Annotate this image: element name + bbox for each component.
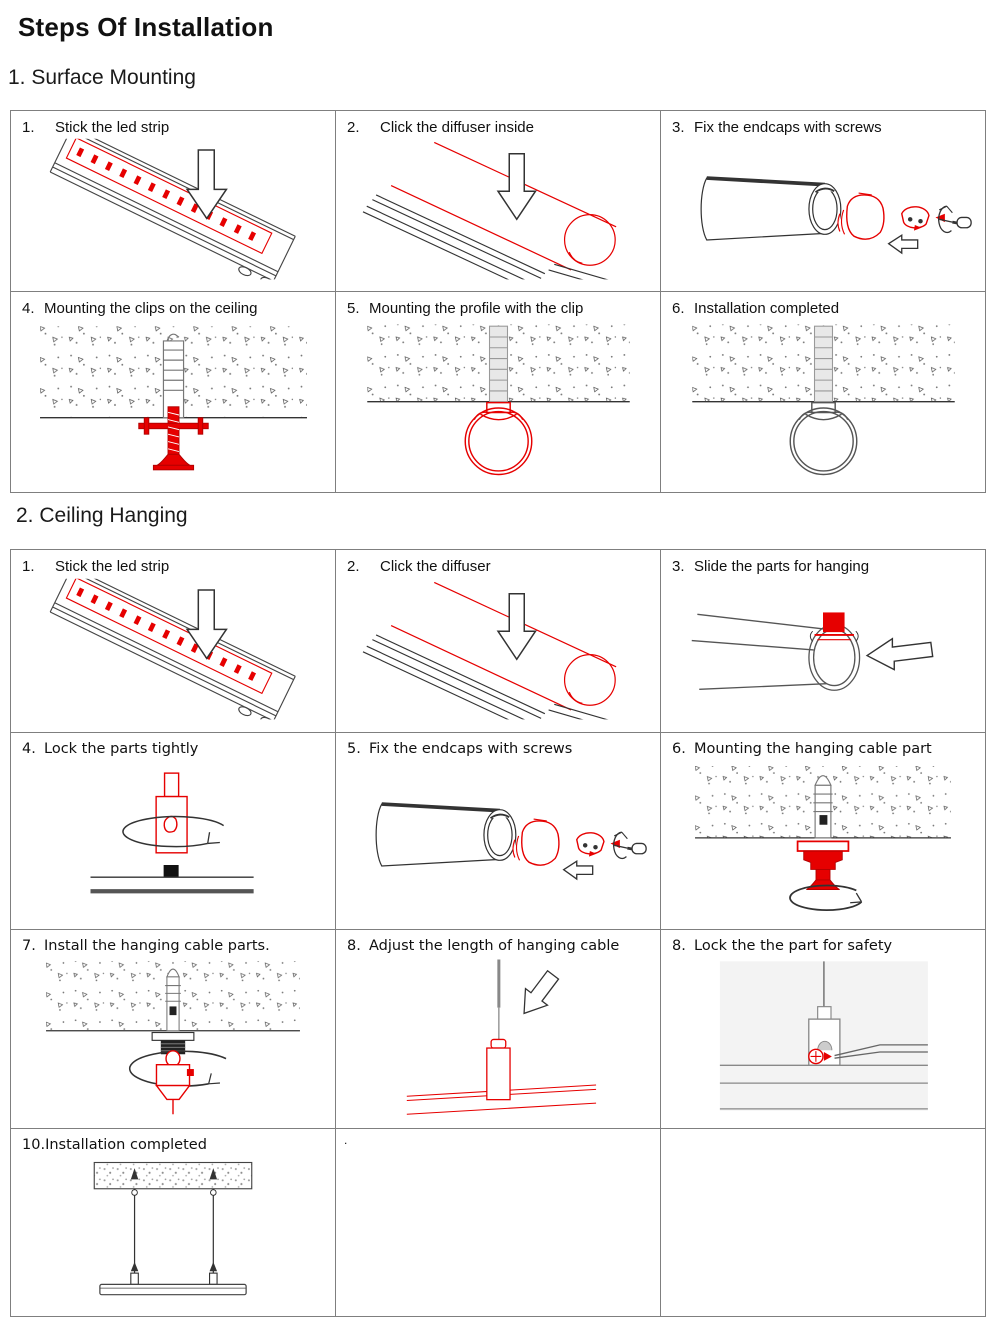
stray-dot: . <box>344 1133 348 1147</box>
step-cell-surface-6: 6. Installation completed <box>661 292 985 492</box>
step-number: 5. <box>347 300 360 317</box>
endcap-screws-illustration <box>661 138 985 280</box>
step-cell-ceiling-7: 7. Install the hanging cable parts. <box>11 930 336 1129</box>
step-number: 2. <box>347 558 360 575</box>
step-number: 4. <box>22 741 36 757</box>
step-cell-ceiling-10: 10.Installation completed <box>11 1129 336 1316</box>
step-cell-ceiling-9: 8. Lock the the part for safety <box>661 930 985 1129</box>
step-cell-ceiling-5: 5. Fix the endcaps with screws <box>336 733 661 930</box>
step-text: Adjust the length of hanging cable <box>369 938 620 954</box>
step-number: 3. <box>672 119 685 136</box>
step-number: 8. <box>672 938 686 954</box>
step-text: Install the hanging cable parts. <box>44 938 270 954</box>
step-label: 1. Stick the led strip <box>11 550 335 577</box>
page-title: Steps Of Installation <box>18 12 274 42</box>
step-label: 6. Installation completed <box>661 292 985 319</box>
led-strip-illustration <box>11 577 335 721</box>
step-label: 4. Mounting the clips on the ceiling <box>11 292 335 319</box>
step-number: 6. <box>672 741 686 757</box>
step-cell-surface-5: 5. Mounting the profile with the clip <box>336 292 661 492</box>
step-text: Lock the parts tightly <box>44 741 199 757</box>
led-strip-illustration <box>11 138 335 280</box>
step-label: 5. Mounting the profile with the clip <box>336 292 660 319</box>
step-cell-ceiling-8: 8. Adjust the length of hanging cable <box>336 930 661 1129</box>
step-label: 10.Installation completed <box>11 1129 335 1155</box>
lock-safety-illustration <box>661 956 985 1116</box>
step-label: 1. Stick the led strip <box>11 111 335 138</box>
step-cell-surface-2: 2. Click the diffuser inside <box>336 111 661 292</box>
step-label: 8. Adjust the length of hanging cable <box>336 930 660 956</box>
step-text: Click the diffuser inside <box>380 119 534 136</box>
step-text: Installation completed <box>694 300 840 317</box>
step-text: Click the diffuser <box>380 558 491 575</box>
step-cell-ceiling-2: 2. Click the diffuser <box>336 550 661 733</box>
installation-complete-illustration <box>661 319 985 479</box>
step-cell-ceiling-3: 3. Slide the parts for hanging <box>661 550 985 733</box>
empty-cell <box>661 1129 985 1316</box>
step-text: Mounting the hanging cable part <box>694 741 932 757</box>
profile-clip-illustration <box>336 319 660 479</box>
step-number: 3. <box>672 558 685 575</box>
step-text: Mounting the clips on the ceiling <box>44 300 258 317</box>
step-label: 2. Click the diffuser <box>336 550 660 577</box>
step-label: 6. Mounting the hanging cable part <box>661 733 985 759</box>
step-cell-surface-3: 3. Fix the endcaps with screws <box>661 111 985 292</box>
step-label: 8. Lock the the part for safety <box>661 930 985 956</box>
step-label: 2. Click the diffuser inside <box>336 111 660 138</box>
install-cable-parts-illustration <box>11 956 335 1116</box>
step-label: 3. Fix the endcaps with screws <box>661 111 985 138</box>
empty-cell-dot: . <box>336 1129 661 1316</box>
step-label: 3. Slide the parts for hanging <box>661 550 985 577</box>
surface-mounting-table: 1. Stick the led strip 2. Click the diffus… <box>10 110 986 493</box>
step-number: 1. <box>22 119 35 136</box>
step-text: Mounting the profile with the clip <box>369 300 584 317</box>
step-text: Stick the led strip <box>55 119 170 136</box>
step-number: 10. <box>22 1137 46 1153</box>
step-text: Installation completed <box>45 1137 207 1153</box>
section-heading-ceiling-hanging: 2. Ceiling Hanging <box>16 504 188 527</box>
step-number: 5. <box>347 741 361 757</box>
step-cell-surface-1: 1. Stick the led strip <box>11 111 336 292</box>
endcap-screws-illustration <box>336 759 660 911</box>
step-text: Fix the endcaps with screws <box>369 741 573 757</box>
section-heading-surface-mounting: 1. Surface Mounting <box>8 66 196 89</box>
step-cell-ceiling-6: 6. Mounting the hanging cable part <box>661 733 985 930</box>
step-label: 5. Fix the endcaps with screws <box>336 733 660 759</box>
step-text: Stick the led strip <box>55 558 170 575</box>
step-cell-ceiling-1: 1. Stick the led strip <box>11 550 336 733</box>
step-text: Slide the parts for hanging <box>694 558 870 575</box>
step-number: 2. <box>347 119 360 136</box>
hanging-complete-illustration <box>11 1155 335 1305</box>
step-text: Lock the the part for safety <box>694 938 893 954</box>
diffuser-illustration <box>336 577 660 721</box>
step-text: Fix the endcaps with screws <box>694 119 882 136</box>
hanging-cable-anchor-illustration <box>661 759 985 915</box>
step-cell-ceiling-4: 4. Lock the parts tightly <box>11 733 336 930</box>
step-label: 4. Lock the parts tightly <box>11 733 335 759</box>
step-cell-surface-4: 4. Mounting the clips on the ceiling <box>11 292 336 492</box>
step-number: 7. <box>22 938 36 954</box>
ceiling-clip-anchor-illustration <box>11 319 335 479</box>
step-number: 4. <box>22 300 35 317</box>
step-label: 7. Install the hanging cable parts. <box>11 930 335 956</box>
step-number: 1. <box>22 558 35 575</box>
diffuser-illustration <box>336 138 660 280</box>
step-number: 6. <box>672 300 685 317</box>
step-number: 8. <box>347 938 361 954</box>
adjust-cable-length-illustration <box>336 956 660 1116</box>
slide-hanging-parts-illustration <box>661 577 985 721</box>
lock-parts-illustration <box>11 759 335 911</box>
ceiling-hanging-table: 1. Stick the led strip 2. Click the diffus… <box>10 549 986 1317</box>
